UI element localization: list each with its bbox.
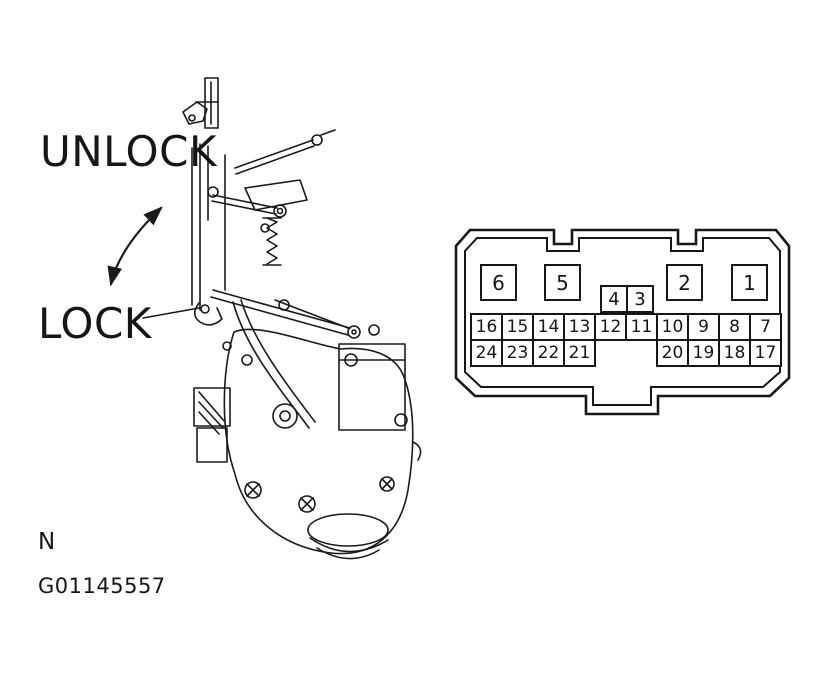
connector-pin-3: 3 [626, 285, 654, 313]
connector-pin-2: 2 [666, 264, 703, 301]
door-lock-actuator-diagram [107, 77, 422, 560]
connector-pinout: 6 5 2 1 4 3 16 15 14 13 12 11 10 9 8 7 2… [450, 220, 795, 435]
connector-pin-22: 22 [532, 339, 565, 367]
connector-pin-7: 7 [749, 313, 782, 341]
connector-row-lower-left: 24 23 22 21 [470, 339, 596, 367]
connector-pin-23: 23 [501, 339, 534, 367]
connector-pin-15: 15 [501, 313, 534, 341]
connector-pin-4: 4 [600, 285, 628, 313]
connector-pin-10: 10 [656, 313, 689, 341]
figure-id: G01145557 [38, 574, 166, 598]
unlock-label: UNLOCK [40, 127, 217, 176]
connector-outline-shape [454, 228, 791, 416]
connector-pin-1: 1 [731, 264, 768, 301]
connector-pin-20: 20 [656, 339, 689, 367]
connector-pin-8: 8 [718, 313, 751, 341]
note-label: N [38, 529, 56, 555]
connector-pin-5: 5 [544, 264, 581, 301]
connector-pin-19: 19 [687, 339, 720, 367]
connector-pin-11: 11 [625, 313, 658, 341]
connector-pin-16: 16 [470, 313, 503, 341]
connector-pin-9: 9 [687, 313, 720, 341]
connector-row-lower-right: 20 19 18 17 [656, 339, 782, 367]
connector-pin-18: 18 [718, 339, 751, 367]
connector-pin-24: 24 [470, 339, 503, 367]
connector-row-upper: 16 15 14 13 12 11 10 9 8 7 [470, 313, 782, 341]
connector-pin-17: 17 [749, 339, 782, 367]
connector-pin-13: 13 [563, 313, 596, 341]
connector-pin-14: 14 [532, 313, 565, 341]
lock-label: LOCK [38, 299, 152, 348]
connector-pin-12: 12 [594, 313, 627, 341]
connector-pin-21: 21 [563, 339, 596, 367]
connector-pin-6: 6 [480, 264, 517, 301]
